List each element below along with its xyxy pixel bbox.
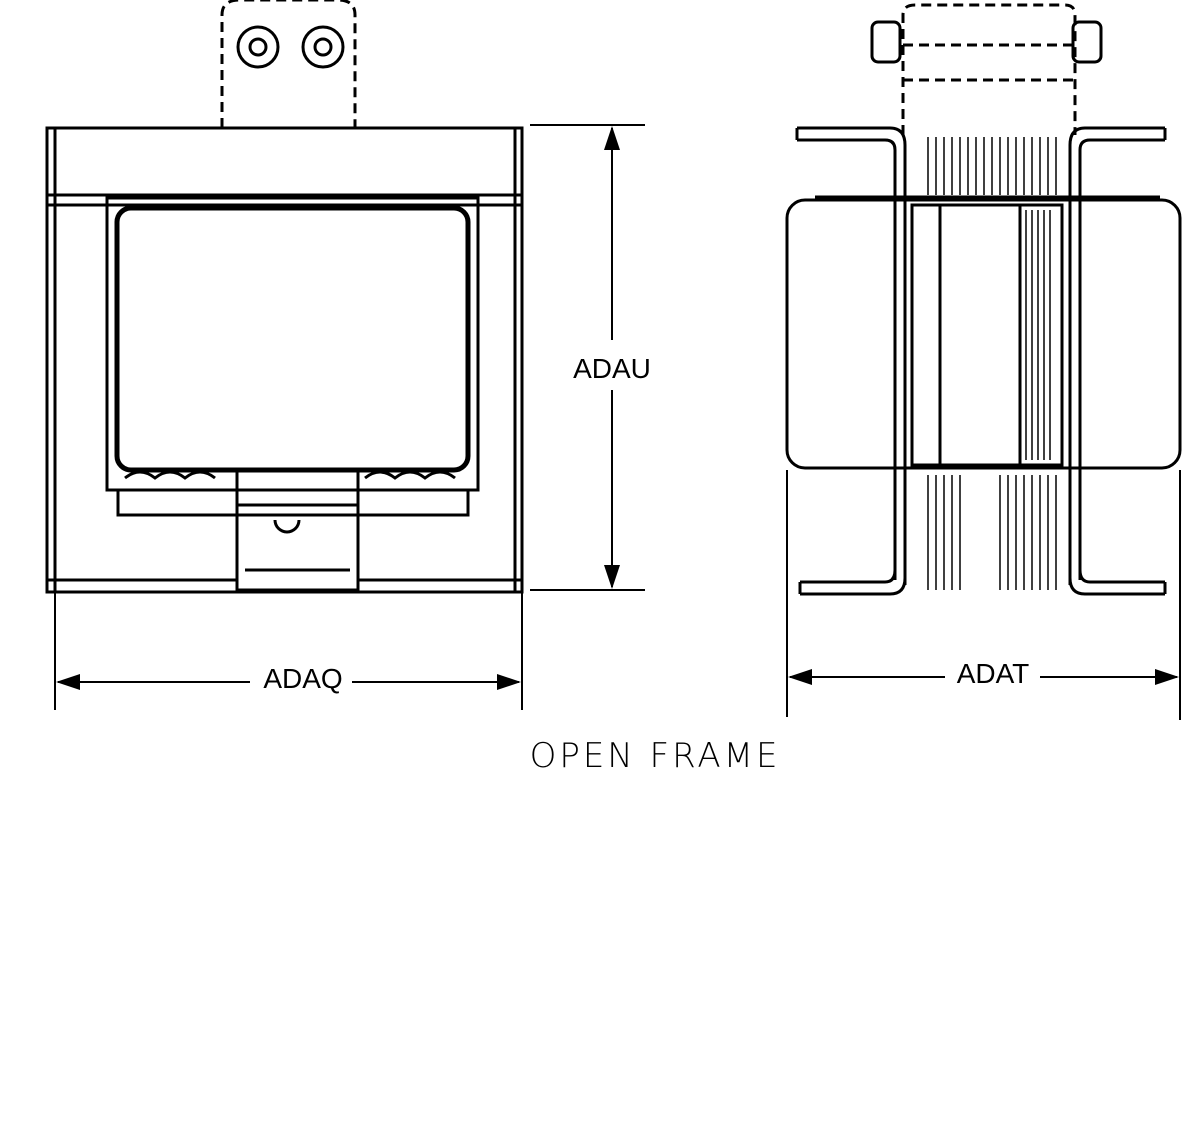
coil-housing [105,196,480,492]
side-view [785,3,1182,720]
caption: OPEN FRAME [530,736,781,776]
terminal-dashed [901,3,1077,135]
mount-bracket [235,468,360,592]
terminal-block-dashed [220,0,357,128]
front-view [45,0,645,710]
top-flange [797,126,907,585]
width-dimension-label: ADAQ [263,663,342,694]
coil [114,205,471,473]
bolt-icon [870,20,902,64]
frame-outer [45,126,524,594]
terminal-icon [236,25,345,69]
depth-dimension-label: ADAT [957,658,1030,689]
height-dimension-label: ADAU [573,353,651,384]
bottom-flange [800,569,1165,596]
core [910,203,1064,467]
lamination-lines [927,137,1057,590]
